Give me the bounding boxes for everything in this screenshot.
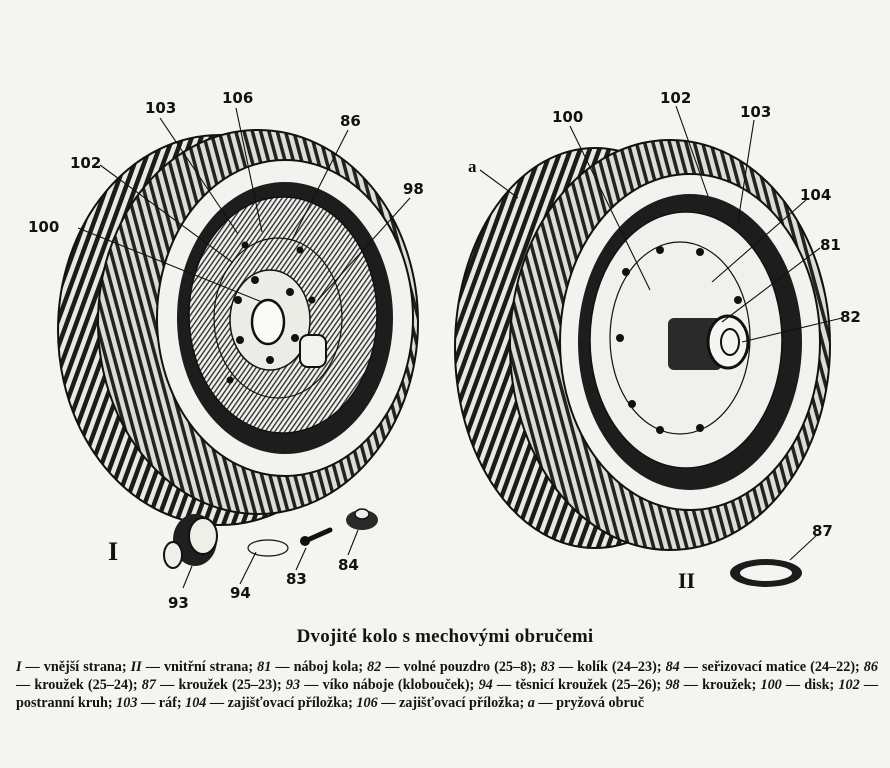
part-84-adjusting-nut [346, 508, 378, 530]
callout-93: 93 [168, 594, 189, 612]
legend-key: 102 [838, 677, 860, 693]
legend-item: 81 — náboj kola; [257, 659, 367, 675]
callout-86-left: 86 [340, 112, 361, 130]
legend-text: — zajišťovací příložka; [206, 695, 357, 711]
figure-caption-title: Dvojité kolo s mechovými obručemi [296, 626, 594, 647]
callout-83: 83 [286, 570, 307, 588]
callout-94: 94 [230, 584, 251, 602]
legend-item: II — vnitřní strana; [131, 659, 257, 675]
legend-text: — ráf; [137, 695, 186, 711]
legend-text: — kroužek; [679, 677, 761, 693]
legend-text: — pryžová obruč [534, 695, 645, 711]
legend-text: — těsnicí kroužek (25–26); [492, 677, 666, 693]
legend-item: 82 — volné pouzdro (25–8); [367, 659, 541, 675]
legend-key: 100 [760, 677, 782, 693]
legend-item: 83 — kolík (24–23); [541, 659, 666, 675]
legend-item: 94 — těsnicí kroužek (25–26); [479, 677, 666, 693]
legend-text: — volné pouzdro (25–8); [381, 659, 541, 675]
dual-wheel-illustration: 100 102 103 106 86 98 a 100 102 103 104 … [28, 89, 861, 612]
callout-104-right: 104 [800, 186, 831, 204]
part-93-hub-cap [163, 514, 218, 569]
callout-84: 84 [338, 556, 359, 574]
legend-item: I — vnější strana; [16, 659, 131, 675]
legend-text: — kroužek (25–24); [16, 677, 142, 693]
part-94-seal-ring [247, 539, 289, 557]
legend-key: 103 [116, 695, 138, 711]
legend-item: 98 — kroužek; [665, 677, 760, 693]
legend-item: a — pryžová obruč [528, 695, 644, 711]
legend-item: 100 — disk; [760, 677, 838, 693]
callout-103-right: 103 [740, 103, 771, 121]
legend-key: II [130, 659, 142, 675]
legend-key: I [16, 659, 22, 675]
figure-legend: I — vnější strana; II — vnitřní strana; … [16, 658, 878, 712]
leader-lines [77, 105, 843, 589]
callout-100-left: 100 [28, 218, 59, 236]
legend-text: — zajišťovací příložka; [377, 695, 528, 711]
legend-key: 82 [367, 659, 382, 675]
legend-item: 102 — postranní kruh; [16, 677, 878, 711]
callout-100-right: 100 [552, 108, 583, 126]
legend-item: 93 — víko náboje (klobouček); [286, 677, 479, 693]
legend-key: 93 [285, 677, 301, 693]
callout-102-right: 102 [660, 89, 691, 107]
legend-text: — disk; [781, 677, 839, 693]
legend-text: — seřizovací matice (24–22); [679, 659, 864, 675]
legend-item: 106 — zajišťovací příložka; [356, 695, 527, 711]
legend-key: 86 [863, 659, 878, 675]
part-87-ring [730, 559, 802, 587]
legend-text: — postranní kruh; [16, 677, 879, 711]
legend-key: 94 [478, 677, 493, 693]
callout-81-right: 81 [820, 236, 841, 254]
callout-102-left: 102 [70, 154, 101, 172]
legend-key: 87 [141, 677, 156, 693]
outer-side-wheel [57, 129, 419, 526]
legend-text: — kroužek (25–23); [155, 677, 286, 693]
legend-key: 104 [185, 695, 207, 711]
callout-98-left: 98 [403, 180, 424, 198]
legend-item: 104 — zajišťovací příložka; [185, 695, 356, 711]
legend-text: — kolík (24–23); [554, 659, 666, 675]
legend-item: 84 — seřizovací matice (24–22); [666, 659, 864, 675]
legend-item: 103 — ráf; [116, 695, 185, 711]
inner-side-wheel [454, 139, 831, 551]
callout-103-left: 103 [145, 99, 176, 117]
legend-item: 86 — kroužek (25–24); [16, 659, 878, 693]
callout-a-right: a [468, 157, 477, 176]
part-83-pin [300, 527, 333, 546]
legend-key: 106 [356, 695, 378, 711]
legend-text: — náboj kola; [271, 659, 368, 675]
legend-key: 83 [540, 659, 555, 675]
legend-key: 81 [257, 659, 272, 675]
side-label-inner: II [678, 568, 695, 593]
callout-106-left: 106 [222, 89, 253, 107]
legend-text: — víko náboje (klobouček); [300, 677, 479, 693]
legend-item: 87 — kroužek (25–23); [142, 677, 286, 693]
side-label-outer: I [108, 537, 118, 566]
legend-key: a [527, 695, 535, 711]
legend-key: 84 [665, 659, 680, 675]
callout-82-right: 82 [840, 308, 861, 326]
callout-87: 87 [812, 522, 833, 540]
legend-key: 98 [665, 677, 680, 693]
legend-text: — vnější strana; [21, 659, 131, 675]
legend-text: — vnitřní strana; [141, 659, 258, 675]
